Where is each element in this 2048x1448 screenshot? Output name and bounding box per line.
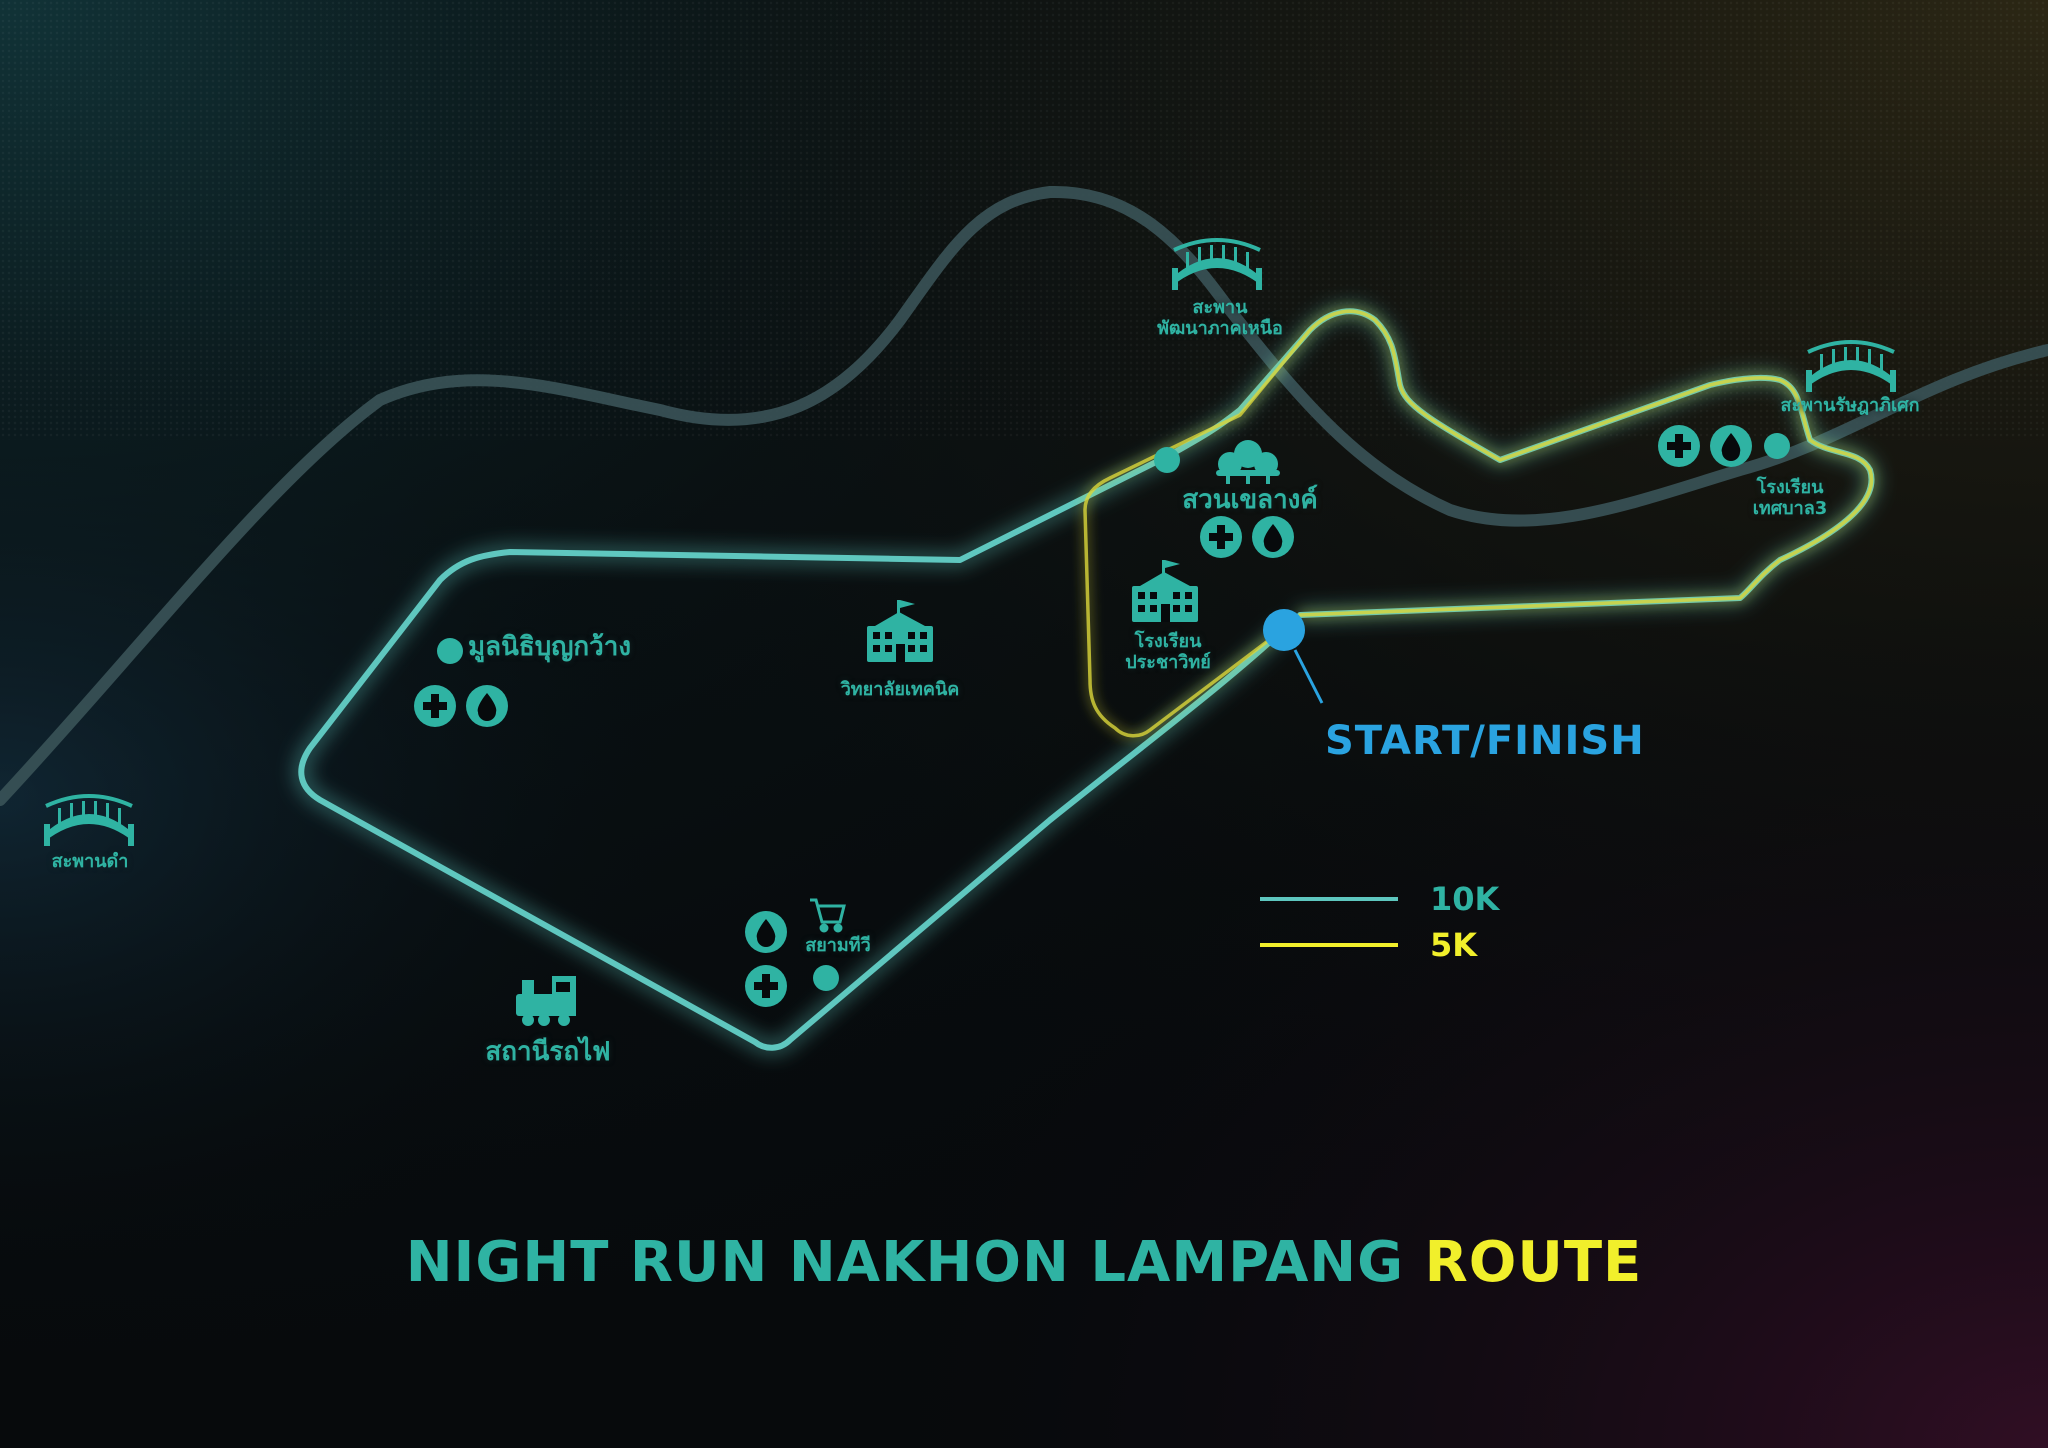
start-finish-label: START/FINISH (1325, 718, 1645, 764)
checkpoint-dot (437, 638, 463, 664)
label-school-ratchada: โรงเรียน เทศบาล3 (1752, 477, 1828, 519)
train-icon (516, 976, 576, 1026)
route-5k (1083, 309, 1874, 738)
title-accent: ROUTE (1424, 1230, 1643, 1295)
label-park: สวนเขลางค์ (1182, 485, 1318, 515)
label-school-prachawit: โรงเรียน ประชาวิทย์ (1125, 631, 1211, 673)
label-bridge-ratchada: สะพานรัษฎาภิเศก (1780, 395, 1920, 416)
checkpoint-dot (1154, 447, 1180, 473)
label-college: วิทยาลัยเทคนิค (840, 679, 960, 700)
label-station: สถานีรถไฟ (485, 1037, 611, 1067)
label-foundation: มูลนิธิบุญกว้าง (468, 632, 632, 662)
school-icon (1132, 560, 1198, 622)
title-main: NIGHT RUN NAKHON LAMPANG (405, 1230, 1405, 1295)
water-icon (745, 911, 787, 953)
bridge-icon (1172, 238, 1262, 290)
river (0, 185, 2048, 806)
school-icon (867, 600, 933, 662)
legend-label-10k: 10K (1430, 880, 1500, 918)
label-bridge-dam: สะพานดำ (51, 851, 129, 872)
bridge-icon (44, 794, 134, 846)
start-finish-marker (1263, 609, 1324, 704)
bridge-icon (1806, 340, 1896, 392)
water-icon (1710, 425, 1752, 467)
cart-icon (810, 898, 846, 933)
legend-label-5k: 5K (1430, 926, 1478, 964)
first-aid-icon (745, 965, 787, 1007)
first-aid-icon (1658, 425, 1700, 467)
label-bridge-north: สะพาน พัฒนาภาคเหนือ (1157, 297, 1283, 339)
first-aid-icon (1200, 516, 1242, 558)
water-icon (466, 685, 508, 727)
checkpoint-dot (813, 965, 839, 991)
first-aid-icon (414, 685, 456, 727)
page-title: NIGHT RUN NAKHON LAMPANG ROUTE (0, 1230, 2048, 1295)
water-icon (1252, 516, 1294, 558)
label-market: สยามทีวี (805, 935, 871, 956)
checkpoint-dot (1764, 433, 1790, 459)
park-icon (1216, 440, 1280, 484)
